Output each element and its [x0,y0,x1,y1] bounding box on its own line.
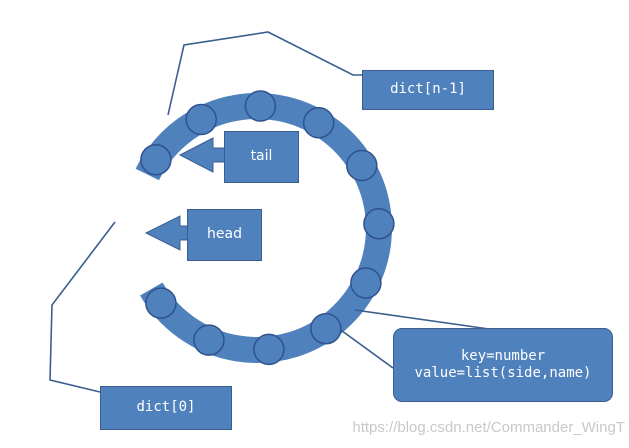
ring-node [346,149,378,182]
ring-node [350,267,382,299]
ring-node [140,144,172,176]
ring-node [193,324,225,356]
dict-first-label: dict[0] [136,399,196,416]
connector-entry [354,309,497,331]
dict-last-label: dict[n-1] [390,81,466,98]
entry-box: key=number value=list(side,name) [393,328,613,402]
head-box: head [187,209,262,261]
head-label: head [207,226,242,243]
ring-node [310,312,342,345]
dict-first-box: dict[0] [100,386,232,430]
connector-dict-0 [49,221,116,393]
ring-node [185,103,217,136]
ring-node [363,207,395,240]
ring-node [244,90,277,122]
connector-dict-n-1 [167,31,362,116]
entry-value-label: value=list(side,name) [414,365,592,381]
ring-nodes [140,90,395,366]
dict-last-box: dict[n-1] [362,70,494,110]
tail-label: tail [250,148,273,165]
ring-node [302,107,335,139]
connector-entry-lower [337,327,394,369]
ring-node [145,287,177,319]
watermark: https://blog.csdn.net/Commander_WingT [352,419,625,436]
head-arrow-icon [144,215,190,251]
tail-box: tail [224,131,299,183]
entry-key-label: key=number [460,347,546,364]
ring-node [253,333,285,366]
